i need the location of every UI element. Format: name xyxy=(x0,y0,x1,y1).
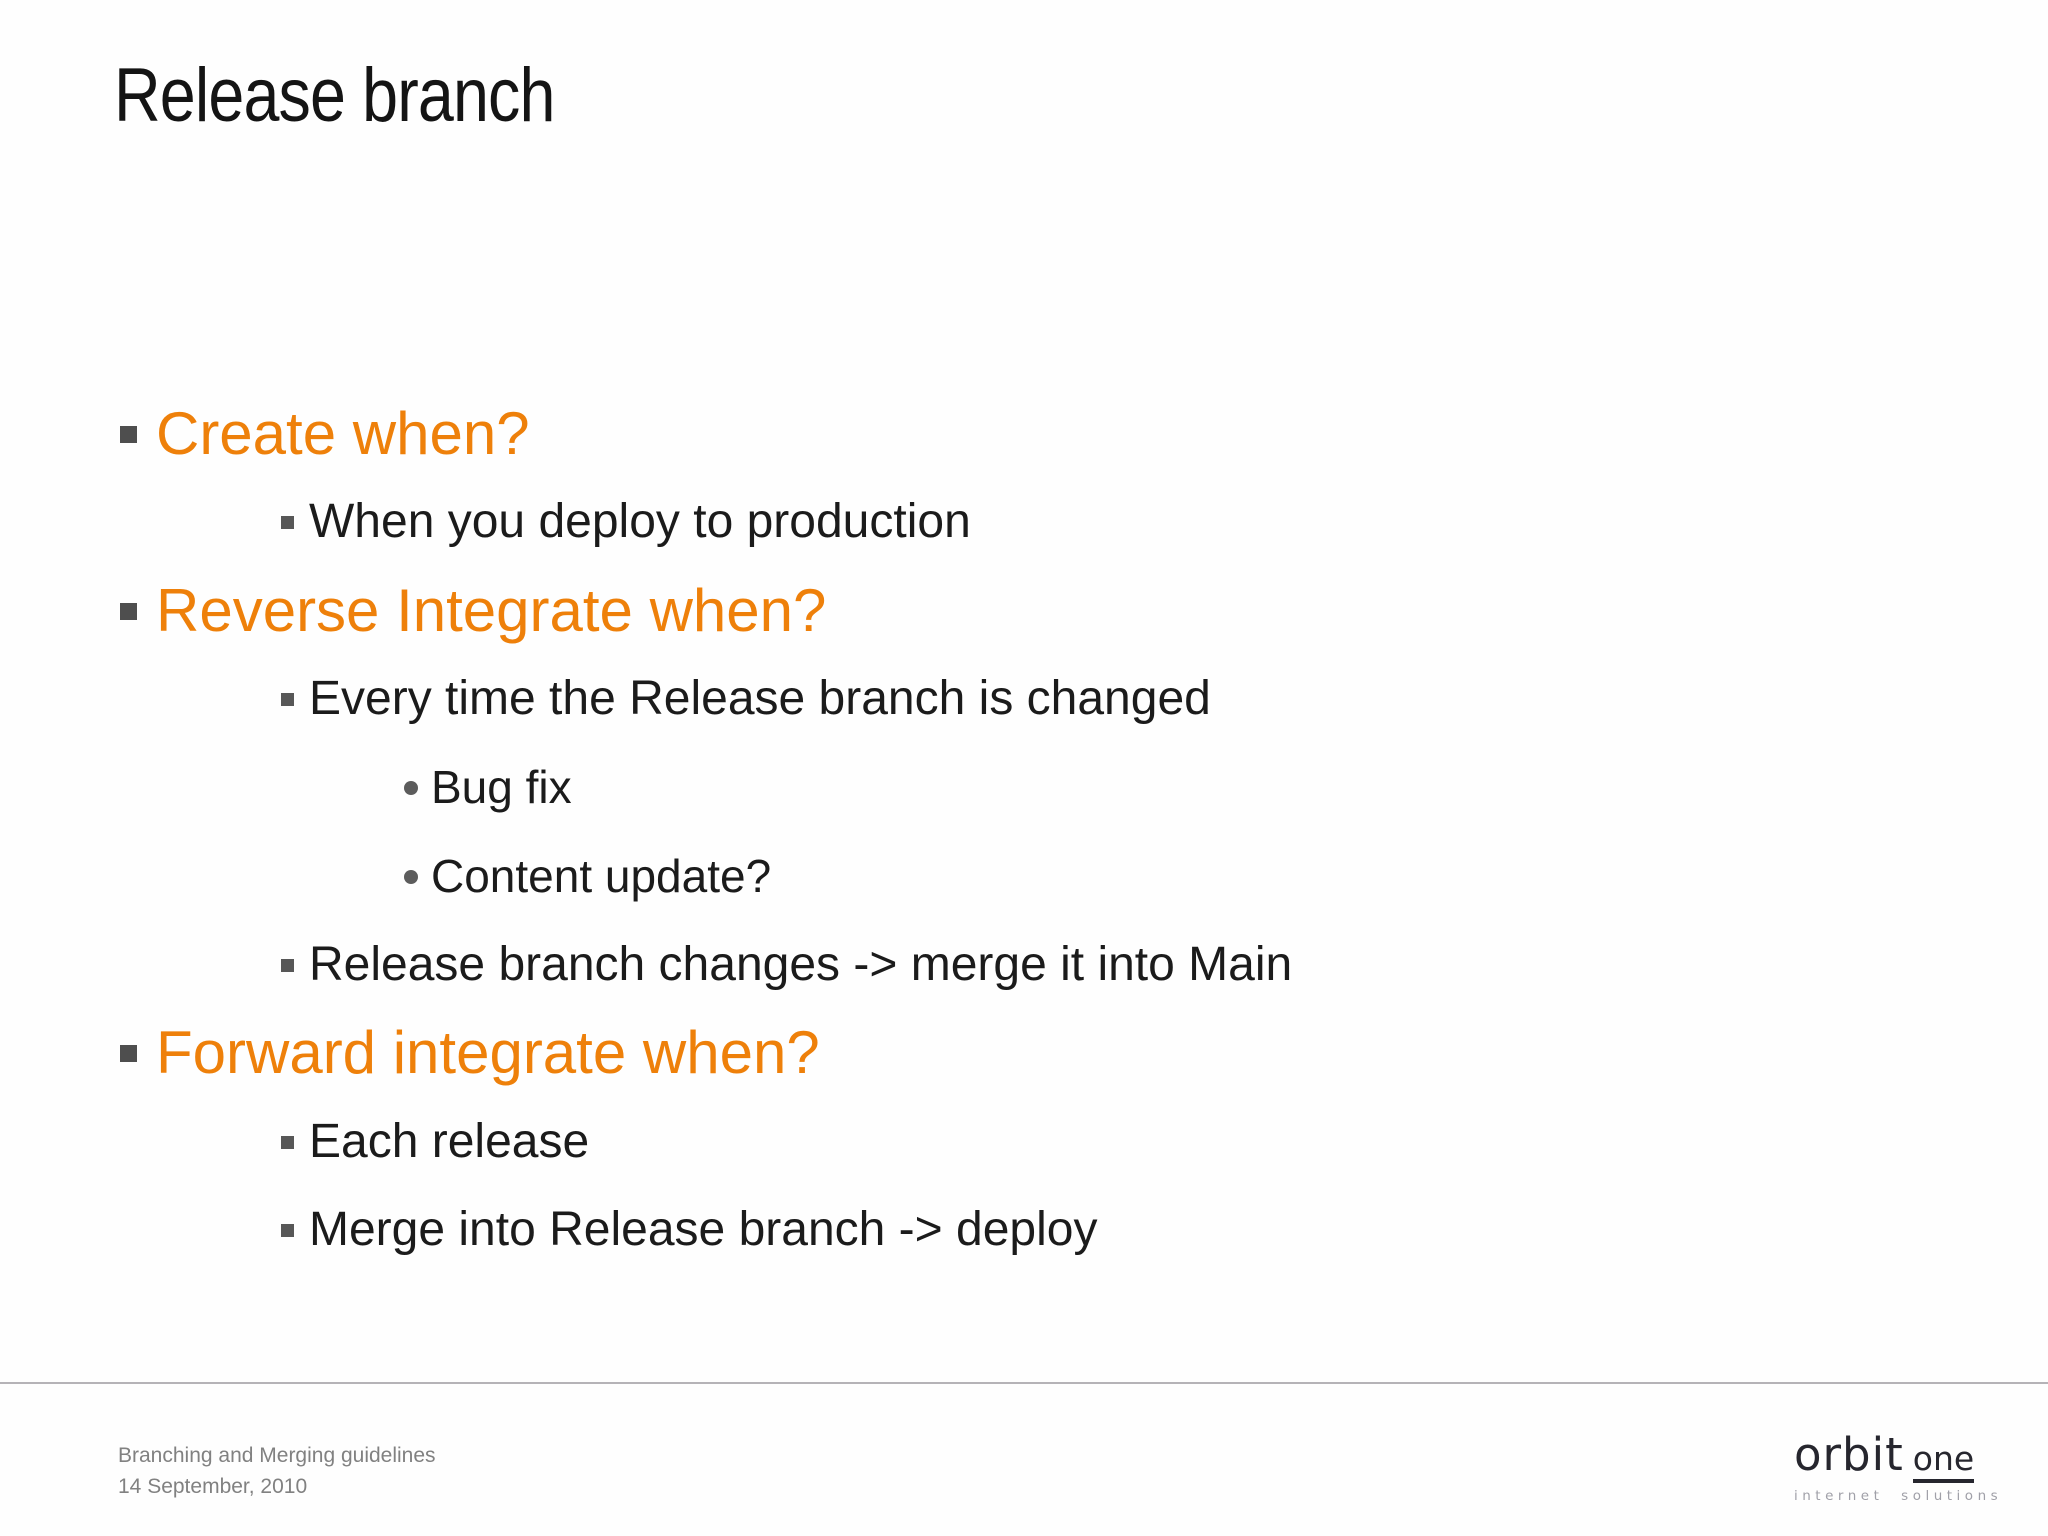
footer-deck-title: Branching and Merging guidelines xyxy=(118,1444,436,1467)
bullet-item-deploy-production: When you deploy to production xyxy=(0,478,2048,567)
round-bullet-icon xyxy=(404,869,418,884)
bullet-text: Release branch changes -> merge it into … xyxy=(309,937,1293,991)
square-bullet-icon xyxy=(120,602,137,620)
logo-wordmark: orbit one xyxy=(1794,1428,2006,1483)
square-bullet-icon xyxy=(281,958,294,972)
orbit-one-logo: orbit one internet solutions xyxy=(1794,1428,2006,1504)
square-bullet-icon xyxy=(281,1135,294,1149)
bullet-list: Create when? When you deploy to producti… xyxy=(0,389,2048,1274)
bullet-item-every-time-changed: Every time the Release branch is changed xyxy=(0,655,2048,744)
round-bullet-icon xyxy=(404,781,418,796)
bullet-text: When you deploy to production xyxy=(309,495,971,549)
slide-footer: Branching and Merging guidelines 14 Sept… xyxy=(118,1440,436,1502)
bullet-text: Reverse Integrate when? xyxy=(156,576,827,644)
footer-date: 14 September, 2010 xyxy=(118,1475,308,1498)
bullet-item-each-release: Each release xyxy=(0,1097,2048,1186)
footer-divider xyxy=(0,1382,2048,1384)
logo-brand-primary: orbit xyxy=(1794,1428,1904,1481)
bullet-text: Each release xyxy=(309,1114,590,1168)
square-bullet-icon xyxy=(120,1045,137,1063)
bullet-item-reverse-integrate: Reverse Integrate when? xyxy=(0,566,2048,655)
square-bullet-icon xyxy=(281,1224,294,1238)
bullet-text: Merge into Release branch -> deploy xyxy=(309,1203,1098,1257)
bullet-item-create-when: Create when? xyxy=(0,389,2048,478)
logo-brand-secondary: one xyxy=(1912,1439,1975,1483)
bullet-text: Content update? xyxy=(431,849,772,902)
bullet-item-bug-fix: Bug fix xyxy=(0,743,2048,832)
square-bullet-icon xyxy=(281,693,294,707)
logo-tagline: internet solutions xyxy=(1794,1488,2003,1504)
square-bullet-icon xyxy=(281,516,294,530)
square-bullet-icon xyxy=(120,425,137,443)
bullet-item-forward-integrate: Forward integrate when? xyxy=(0,1009,2048,1098)
bullet-text: Forward integrate when? xyxy=(156,1019,820,1087)
slide-title: Release branch xyxy=(114,53,555,138)
bullet-text: Create when? xyxy=(156,399,530,467)
bullet-item-merge-release-deploy: Merge into Release branch -> deploy xyxy=(0,1186,2048,1275)
bullet-item-merge-into-main: Release branch changes -> merge it into … xyxy=(0,920,2048,1009)
bullet-item-content-update: Content update? xyxy=(0,832,2048,921)
bullet-text: Every time the Release branch is changed xyxy=(309,672,1211,726)
bullet-text: Bug fix xyxy=(431,761,572,814)
